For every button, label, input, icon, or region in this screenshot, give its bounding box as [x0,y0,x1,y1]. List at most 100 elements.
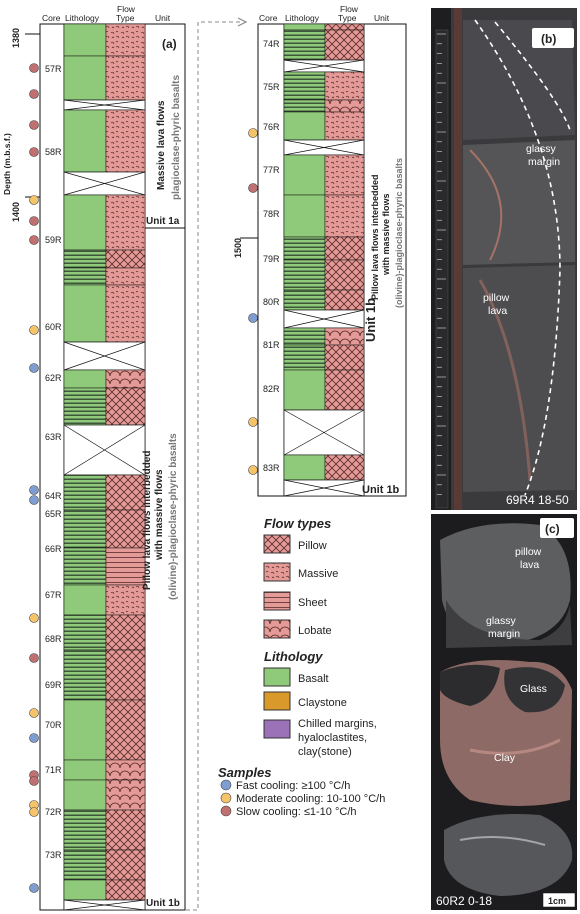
lithology-basalt [63,109,107,173]
flow-type-segment [105,284,146,343]
legend-chilled-swatch [263,719,291,739]
flow-type-segment [324,23,365,31]
legend-chilled-2: hyaloclastites, [298,732,367,744]
photo-c-pillow: pillow [515,546,542,558]
photo-b-label-bg [532,28,574,48]
panel-b-segments [283,23,365,497]
panel-b-log: Core Lithology Flow Type Unit 74R75R76R7… [233,4,407,497]
core-label: 79R [263,254,280,264]
legend-basalt: Basalt [298,673,329,685]
lithology-basalt [283,29,326,61]
flow-type-segment [105,249,146,269]
core-label: 73R [45,850,62,860]
core-label: 57R [45,64,62,74]
unit-1b-b-subtitle: (olivine)-plagioclase-phyric basalts [394,158,404,308]
depth-axis-label: Depth (m.b.s.f.) [2,133,12,195]
flow-type-segment [105,369,146,389]
sample-dot [29,195,39,205]
lithology-basalt [63,267,107,286]
core-label: 62R [45,373,62,383]
legend-basalt-swatch [263,667,291,687]
flow-type-segment [105,194,146,251]
lithology-basalt [283,289,326,311]
rock-piece-2 [463,140,575,265]
flow-type-segment [105,809,146,851]
gap-cross [63,341,146,371]
lithology-basalt [63,649,107,701]
lithology-basalt [283,454,326,481]
photo-c-label-bg [540,518,574,538]
core-label: 68R [45,634,62,644]
flow-type-segment [324,111,365,141]
legend-chilled-3: clay(stone) [298,746,352,758]
core-label: 63R [45,432,62,442]
flow-type-segment [105,387,146,426]
gap-cross [283,59,365,73]
sample-dot [29,363,39,373]
core-label: 69R [45,680,62,690]
lithology-basalt [63,547,107,586]
panel-c-label: (c) [545,522,560,536]
lithology-basalt [283,259,326,291]
core-label: 74R [263,39,280,49]
sample-dot [29,613,39,623]
unit-1b-label-a: Unit 1b [146,898,180,909]
core-label: 65R [45,509,62,519]
flow-type-segment [324,369,365,411]
photo-c-clay: Clay [494,752,516,764]
lithology-basalt [63,23,107,57]
legend-chilled-1: Chilled margins, [298,718,377,730]
panel-a-core-labels: 57R58R59R60R62R63R64R65R66R67R68R69R70R7… [45,64,62,860]
legend-flow-title: Flow types [264,516,331,531]
sample-dot [29,883,39,893]
flow-type-segment [105,55,146,101]
legend-claystone-swatch [263,691,291,711]
flow-type-segment [105,547,146,586]
header-flow-b-2: Type [338,13,357,23]
legend-lobate: Lobate [298,625,332,637]
flow-type-segment [105,109,146,173]
flow-type-segment [105,779,146,811]
sample-dot [248,128,258,138]
sample-dot [29,776,39,786]
lithology-basalt [63,474,107,511]
flow-type-segment [105,849,146,881]
sample-dot [248,465,258,475]
core-label: 71R [45,765,62,775]
unit-1b-label-b: Unit 1b [362,484,400,496]
flow-type-segment [105,267,146,286]
sample-dot [248,313,258,323]
core-label: 82R [263,384,280,394]
flow-type-segment [324,194,365,238]
header-unit: Unit [155,13,171,23]
legend-lithology-title: Lithology [264,649,323,664]
connector-arrow [186,17,248,911]
gap-cross [63,424,146,476]
ruler-ticks [437,33,446,495]
photo-c: (c) pillow lava glassy margin Glass Clay… [431,514,577,910]
lithology-basalt [283,344,326,371]
flow-type-segment [105,649,146,701]
flow-type-segment [105,759,146,781]
unit-1a-title: Massive lava flows [156,100,167,190]
legend-lobate-swatch [263,619,291,639]
gap-cross [283,309,365,329]
sample-dot [29,63,39,73]
lithology-basalt [63,809,107,851]
lithology-basalt [283,194,326,238]
photo-c-glass: Glass [520,683,547,695]
flow-type-segment [324,71,365,101]
legend-fast-dot [220,779,232,791]
photo-b-pillow: pillow [483,292,510,304]
core-label: 77R [263,165,280,175]
lithology-basalt [63,614,107,651]
sample-dot [29,120,39,130]
sample-dot [248,183,258,193]
legend-moderate: Moderate cooling: 10-100 °C/h [236,793,385,805]
lithology-basalt [283,111,326,141]
core-label: 59R [45,235,62,245]
sample-dot [29,807,39,817]
flow-type-segment [324,29,365,61]
lithology-basalt [63,699,107,761]
